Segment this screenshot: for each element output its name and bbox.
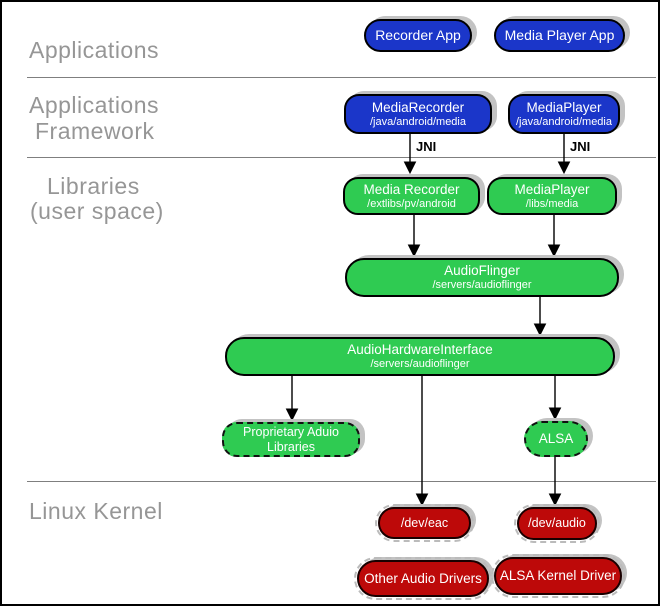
layer-label-applications: Applications (29, 37, 160, 63)
node-path: /libs/media (525, 197, 579, 210)
node-label: AudioFlinger (444, 263, 520, 278)
layer-label-framework-line2: Framework (35, 118, 155, 144)
node-label: AudioHardwareInterface (347, 342, 493, 357)
node-proprietary-audio-libraries: Proprietary Aduio Libraries (222, 422, 360, 457)
node-path: /java/android/media (515, 115, 612, 128)
node-label: MediaPlayer (514, 181, 590, 197)
node-path: /servers/audioflinger (370, 358, 470, 370)
node-mediaplayer-lib: MediaPlayer /libs/media (487, 177, 617, 215)
node-label: ALSA (538, 431, 574, 446)
divider-applications-framework (27, 77, 656, 78)
node-audiohardwareinterface: AudioHardwareInterface /servers/audiofli… (225, 337, 615, 376)
node-label: Proprietary Aduio (243, 424, 339, 439)
layer-label-framework-line1: Applications (29, 92, 160, 118)
node-label: Media Recorder (363, 181, 460, 197)
node-dev-audio: /dev/audio (514, 504, 600, 543)
node-alsa-kernel-driver: ALSA Kernel Driver (491, 554, 625, 598)
node-path: /java/android/media (369, 115, 466, 128)
divider-framework-libraries (27, 157, 656, 158)
node-mediarecorder-framework: MediaRecorder /java/android/media (344, 94, 492, 134)
node-dev-eac: /dev/eac (375, 504, 474, 542)
node-label: ALSA Kernel Driver (499, 568, 617, 583)
node-label: Other Audio Drivers (364, 570, 482, 586)
node-label: MediaRecorder (371, 99, 465, 115)
node-audioflinger: AudioFlinger /servers/audioflinger (345, 258, 619, 297)
node-media-recorder-lib: Media Recorder /extlibs/pv/android (343, 177, 480, 215)
node-label-line2: Libraries (267, 439, 315, 454)
jni-label-right: JNI (570, 139, 591, 154)
node-path: /servers/audioflinger (432, 279, 532, 291)
layer-label-libraries-line1: Libraries (47, 173, 140, 199)
node-media-player-app: Media Player App (494, 19, 625, 52)
node-recorder-app: Recorder App (364, 19, 472, 52)
node-alsa: ALSA (524, 421, 588, 457)
node-other-audio-drivers: Other Audio Drivers (354, 557, 492, 600)
node-path: /extlibs/pv/android (367, 197, 456, 210)
node-label: /dev/eac (400, 515, 449, 530)
layer-label-linux-kernel: Linux Kernel (29, 498, 163, 524)
divider-libraries-kernel (27, 481, 656, 482)
node-label: Recorder App (375, 27, 461, 43)
node-label: /dev/audio (528, 516, 586, 530)
jni-label-left: JNI (416, 139, 437, 154)
node-mediaplayer-framework: MediaPlayer /java/android/media (508, 94, 620, 134)
node-label: MediaPlayer (526, 99, 602, 115)
layer-label-libraries-line2: (user space) (30, 198, 164, 224)
node-label: Media Player App (504, 27, 615, 43)
